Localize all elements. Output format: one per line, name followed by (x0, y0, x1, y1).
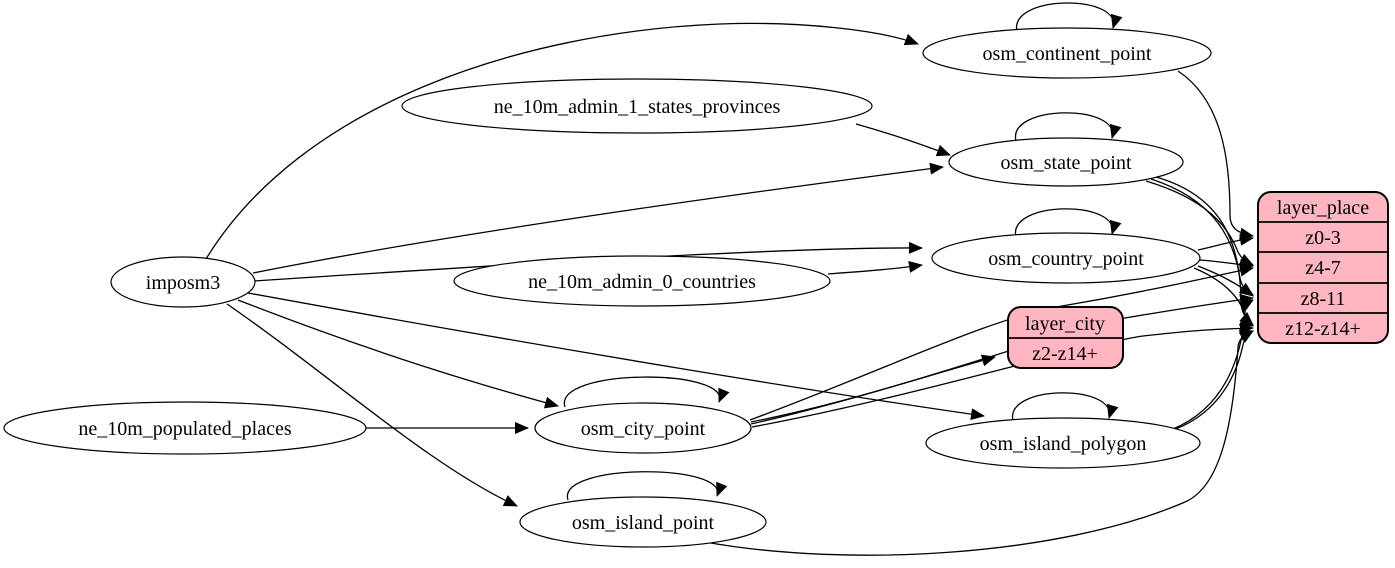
node-osm_country_point-label: osm_country_point (988, 248, 1144, 270)
node-imposm3-label: imposm3 (146, 272, 220, 294)
node-ne_10m_populated_places: ne_10m_populated_places (3, 401, 367, 455)
selfloop-osm_country_point (1015, 208, 1122, 238)
node-osm_state_point-shape (948, 137, 1184, 187)
node-osm_island_point: osm_island_point (519, 496, 767, 548)
node-osm_state_point: osm_state_point (948, 137, 1184, 187)
record-layer_city-title: layer_city (1025, 313, 1105, 335)
edge-osm_island_point-z12-z14 (704, 329, 1254, 556)
node-osm_continent_point: osm_continent_point (922, 27, 1212, 79)
selfloop-osm_island_polygon (1012, 392, 1119, 422)
selfloop-osm_continent_point (1016, 2, 1123, 33)
node-osm_city_point-label: osm_city_point (581, 418, 706, 440)
edge-imposm3-osm_island_point (226, 303, 518, 507)
node-osm_island_polygon-label: osm_island_polygon (980, 433, 1147, 455)
selfloop-osm_state_point (1015, 112, 1122, 142)
edge-imposm3-osm_continent_point (205, 22, 919, 260)
node-osm_island_point-label: osm_island_point (572, 512, 715, 534)
record-layer_place: layer_place z0-3 z4-7 z8-11 z12-z14+ (1257, 191, 1389, 344)
record-layer_place-row-z8-11: z8-11 (1301, 288, 1346, 310)
record-layer_place-title: layer_place (1277, 197, 1369, 219)
edge-ne_10m_admin_0_countries-osm_country_point (827, 260, 923, 275)
node-osm_country_point: osm_country_point (931, 232, 1201, 284)
node-osm_country_point-shape (931, 232, 1201, 284)
record-layer_place-row-z0-3: z0-3 (1305, 227, 1341, 249)
node-imposm3: imposm3 (110, 256, 256, 308)
node-osm_city_point-shape (534, 402, 752, 454)
node-osm_island_polygon: osm_island_polygon (925, 417, 1201, 469)
node-osm_continent_point-label: osm_continent_point (983, 43, 1152, 65)
node-imposm3-shape (110, 256, 256, 308)
record-layer_city: layer_city z2-z14+ (1007, 306, 1124, 369)
node-ne_10m_admin_0_countries-shape (453, 255, 831, 307)
node-ne_10m_admin_1_states_provinces: ne_10m_admin_1_states_provinces (401, 78, 873, 134)
edge-imposm3-osm_state_point (252, 162, 944, 274)
node-osm_island_polygon-shape (925, 417, 1201, 469)
node-osm_island_point-shape (519, 496, 767, 548)
record-layer_place-shape (1257, 191, 1389, 344)
edge-ne_10m_admin_1_states_provinces-osm_state_point (855, 123, 951, 157)
node-osm_continent_point-shape (922, 27, 1212, 79)
edge-imposm3-osm_island_polygon (247, 292, 985, 421)
record-layer_place-row-z12-z14: z12-z14+ (1285, 318, 1361, 340)
node-ne_10m_admin_1_states_provinces-shape (401, 78, 873, 134)
node-osm_state_point-label: osm_state_point (1000, 152, 1132, 174)
selfloop-osm_island_point (567, 471, 728, 501)
edge-osm_city_point-layer_city (750, 354, 996, 423)
node-ne_10m_admin_0_countries-label: ne_10m_admin_0_countries (528, 271, 756, 293)
edge-osm_country_point-z8-11 (1197, 265, 1254, 296)
node-osm_city_point: osm_city_point (534, 402, 752, 454)
record-layer_place-row-z4-7: z4-7 (1305, 257, 1341, 279)
edge-osm_continent_point-z0-3 (1177, 70, 1254, 240)
edge-osm_country_point-z0-3 (1197, 233, 1254, 251)
node-ne_10m_populated_places-label: ne_10m_populated_places (78, 418, 291, 440)
selfloop-osm_city_point (563, 376, 730, 408)
node-ne_10m_admin_0_countries: ne_10m_admin_0_countries (453, 255, 831, 307)
record-layer_city-row-z2-z14: z2-z14+ (1032, 343, 1098, 365)
node-ne_10m_admin_1_states_provinces-label: ne_10m_admin_1_states_provinces (494, 96, 781, 118)
node-ne_10m_populated_places-shape (3, 401, 367, 455)
edge-imposm3-osm_city_point (237, 299, 559, 409)
